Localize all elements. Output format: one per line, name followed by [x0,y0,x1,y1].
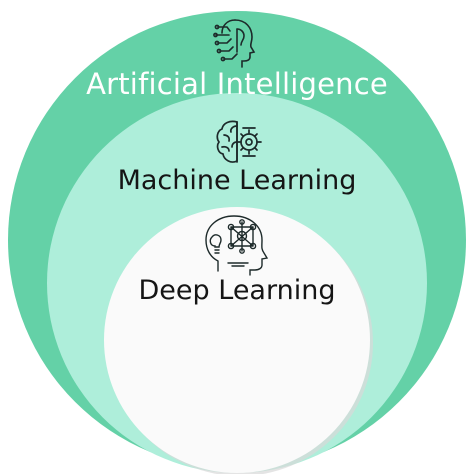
label-machine-learning: Machine Learning [117,165,357,196]
brain-gear-icon [216,120,262,163]
label-deep-learning: Deep Learning [138,275,336,306]
inner-circle-dl [104,207,370,473]
label-artificial-intelligence: Artificial Intelligence [86,67,388,101]
head-network-bulb-icon [205,215,269,276]
ai-head-circuit-icon [213,19,256,68]
